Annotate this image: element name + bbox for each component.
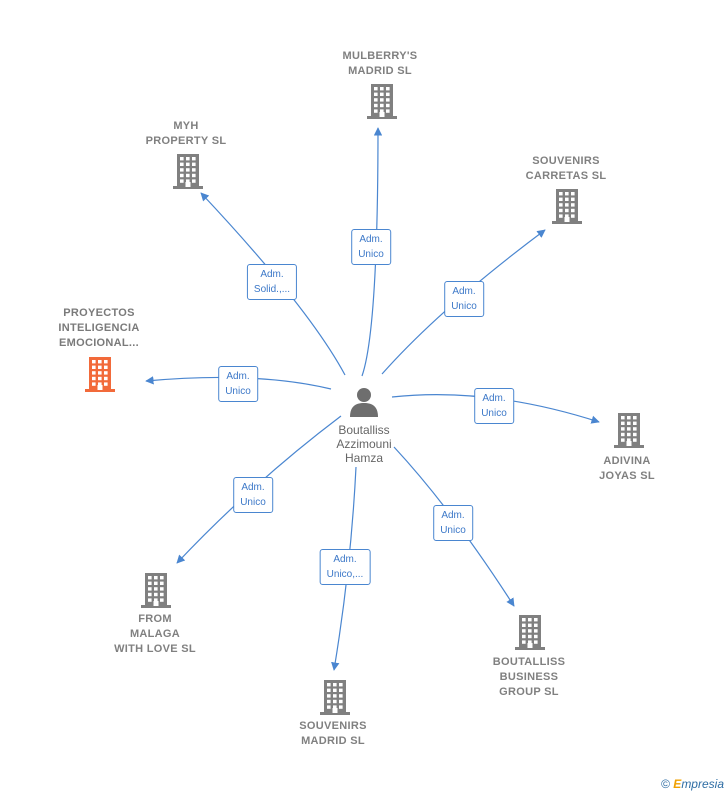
copyright-notice: © Empresia <box>661 777 724 791</box>
brand-initial: E <box>673 777 682 791</box>
role-badge-mulberrys[interactable]: Adm. Unico <box>351 229 391 265</box>
company-label-line: JOYAS SL <box>599 470 655 482</box>
company-label-line: BUSINESS <box>499 671 559 683</box>
company-label-line: BOUTALLISS <box>492 656 566 668</box>
role-badge-line: Adm. <box>333 554 357 565</box>
company-label-line: INTELIGENCIA <box>58 322 140 334</box>
company-label-line: MADRID SL <box>348 65 412 77</box>
copyright-symbol: © <box>661 777 670 791</box>
company-label-line: GROUP SL <box>499 686 559 698</box>
role-badge-myh[interactable]: Adm. Solid.,... <box>246 264 298 300</box>
company-label-line: MALAGA <box>129 628 181 640</box>
company-label-line: EMOCIONAL... <box>59 337 139 349</box>
building-icon[interactable] <box>550 187 584 225</box>
center-name-line-2: Azzimouni <box>336 437 392 451</box>
role-badge-line: Unico <box>240 497 266 508</box>
company-label-adivina[interactable]: ADIVINA JOYAS SL <box>599 454 655 484</box>
center-person-name[interactable]: Boutalliss Azzimouni Hamza <box>336 423 391 465</box>
company-label-mulberrys[interactable]: MULBERRY'S MADRID SL <box>343 49 418 79</box>
role-badge-souvenirs-carretas[interactable]: Adm. Unico <box>444 281 484 317</box>
company-label-line: SOUVENIRS <box>299 720 367 732</box>
role-badge-boutalliss-business[interactable]: Adm. Unico <box>433 505 473 541</box>
company-label-line: SOUVENIRS <box>532 155 600 167</box>
building-icon[interactable] <box>612 411 646 449</box>
person-icon[interactable] <box>347 384 381 418</box>
company-label-line: MYH <box>173 120 199 132</box>
building-icon[interactable] <box>83 355 117 393</box>
role-badge-line: Unico <box>358 249 384 260</box>
role-badge-souvenirs-madrid[interactable]: Adm. Unico,... <box>319 549 371 585</box>
company-label-line: PROPERTY SL <box>145 135 227 147</box>
role-badge-line: Adm. <box>226 371 250 382</box>
center-name-line-3: Hamza <box>344 451 384 465</box>
company-label-line: WITH LOVE SL <box>114 643 196 655</box>
company-label-line: CARRETAS SL <box>525 170 607 182</box>
role-badge-line: Unico,... <box>326 569 364 580</box>
role-badge-line: Solid.,... <box>253 284 291 295</box>
role-badge-line: Adm. <box>359 234 383 245</box>
company-label-line: FROM <box>138 613 172 625</box>
building-icon[interactable] <box>139 571 173 609</box>
building-icon[interactable] <box>513 613 547 651</box>
role-badge-line: Adm. <box>452 286 476 297</box>
role-badge-line: Adm. <box>441 510 465 521</box>
role-badge-line: Adm. <box>482 393 506 404</box>
company-label-from-malaga[interactable]: FROM MALAGA WITH LOVE SL <box>114 612 196 657</box>
company-label-souvenirs-madrid[interactable]: SOUVENIRS MADRID SL <box>299 719 367 749</box>
building-icon[interactable] <box>365 82 399 120</box>
company-label-myh[interactable]: MYH PROPERTY SL <box>146 119 227 149</box>
company-label-line: ADIVINA <box>603 455 651 467</box>
company-label-line: MADRID SL <box>301 735 365 747</box>
company-label-souvenirs-carretas[interactable]: SOUVENIRS CARRETAS SL <box>526 154 607 184</box>
role-badge-line: Unico <box>440 525 466 536</box>
edge-mulberrys <box>361 127 383 377</box>
company-label-proyectos[interactable]: PROYECTOS INTELIGENCIA EMOCIONAL... <box>58 306 139 351</box>
role-badge-from-malaga[interactable]: Adm. Unico <box>233 477 273 513</box>
role-badge-proyectos[interactable]: Adm. Unico <box>218 366 258 402</box>
role-badge-line: Unico <box>481 408 507 419</box>
company-label-line: PROYECTOS <box>63 307 135 319</box>
company-label-boutalliss-business[interactable]: BOUTALLISS BUSINESS GROUP SL <box>493 655 565 700</box>
building-icon[interactable] <box>171 152 205 190</box>
role-badge-adivina[interactable]: Adm. Unico <box>474 388 514 424</box>
role-badge-line: Adm. <box>260 269 284 280</box>
company-label-line: MULBERRY'S <box>342 50 418 62</box>
role-badge-line: Unico <box>225 386 251 397</box>
role-badge-line: Adm. <box>241 482 265 493</box>
role-badge-line: Unico <box>451 301 477 312</box>
building-icon[interactable] <box>318 678 352 716</box>
brand-name: mpresia <box>681 777 724 791</box>
center-name-line-1: Boutalliss <box>338 423 390 437</box>
